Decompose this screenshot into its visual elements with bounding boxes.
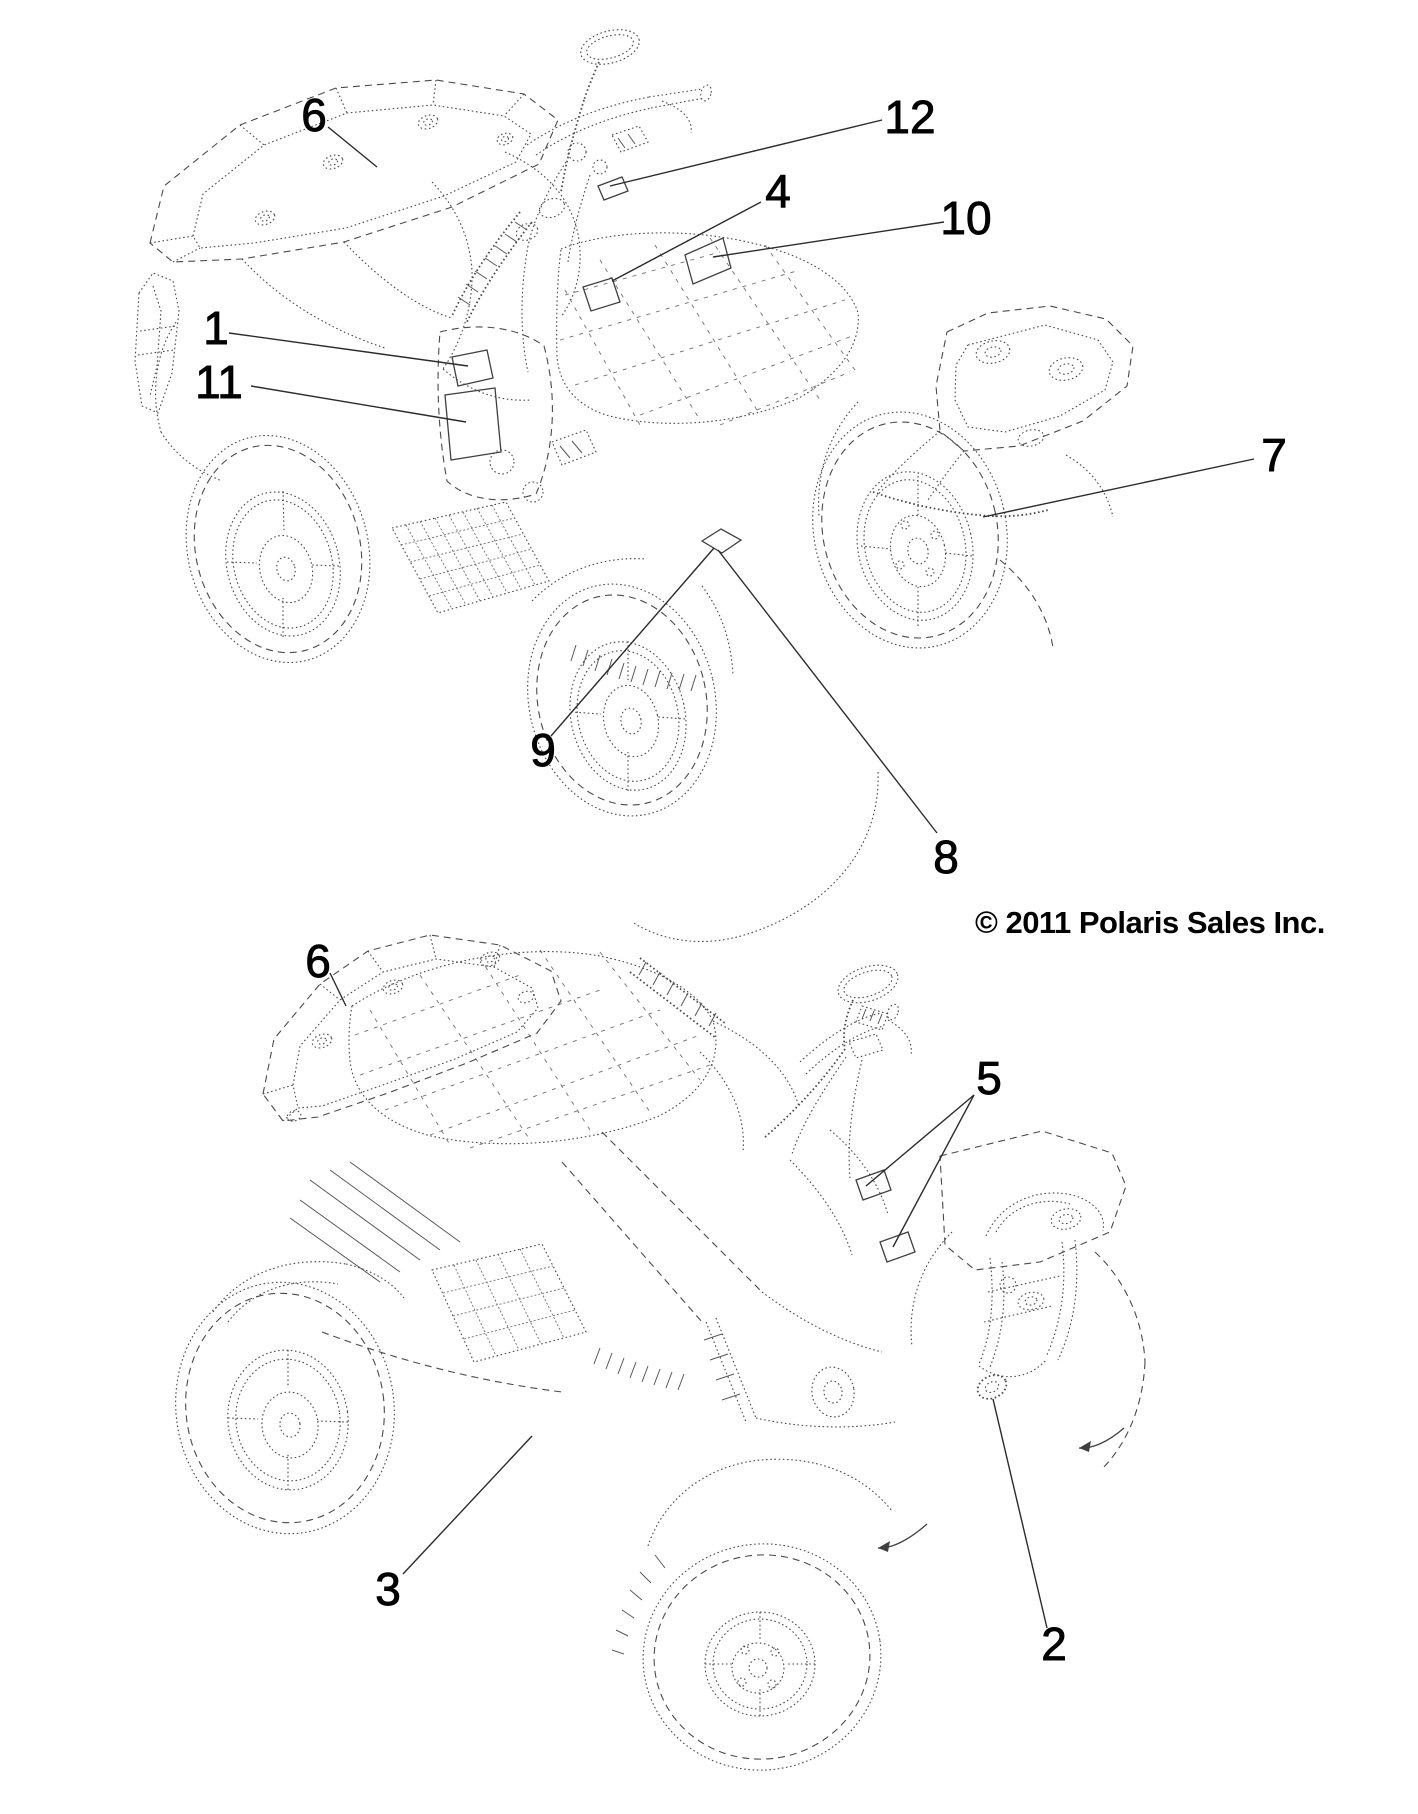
callout-label-top-view-7: 7 <box>1261 429 1287 481</box>
callout-label-top-view-8: 8 <box>933 831 959 883</box>
handlebar-mirror <box>526 29 712 263</box>
copyright-notice: © 2011 Polaris Sales Inc. <box>975 905 1325 940</box>
rear-fender-frame <box>818 401 1114 649</box>
callout-label-top-view-1: 1 <box>203 302 229 354</box>
footwell-frame-bottom-view <box>289 1131 896 1428</box>
callout-leader-top-view-1 <box>228 332 469 367</box>
callout-leader-top-view-7 <box>982 458 1255 518</box>
callout-leader-bottom-view-2 <box>992 1398 1048 1629</box>
front-wheel-bottom-view <box>611 1458 893 1771</box>
center-bottom-wheel <box>527 558 879 942</box>
front-rack <box>149 79 559 349</box>
callout-label-top-view-6: 6 <box>301 89 327 141</box>
callout-leader-top-view-12 <box>609 119 883 187</box>
decal-12 <box>597 176 629 201</box>
callout-label-top-view-11: 11 <box>195 356 243 408</box>
callout-label-bottom-view-5: 5 <box>976 1052 1002 1104</box>
decal-11 <box>444 387 502 461</box>
decal-5a <box>855 1169 892 1201</box>
callout-leader-top-view-9 <box>550 547 715 737</box>
callout-leader-bottom-view-3 <box>402 1435 533 1575</box>
callout-label-top-view-12: 12 <box>884 91 935 143</box>
callout-label-bottom-view-6: 6 <box>305 935 331 987</box>
callouts-layer: 6 12 4 10 111 7 9 8 6 5 3 2 <box>195 89 1288 1671</box>
front-rack-bumper <box>877 1130 1146 1552</box>
callout-label-top-view-4: 4 <box>765 165 791 217</box>
callout-leader-bottom-view-5 <box>892 1094 975 1248</box>
callout-leader-top-view-11 <box>250 385 467 423</box>
callout-leader-bottom-view-5 <box>865 1094 975 1187</box>
rear-rack-bottom-view <box>262 934 562 1122</box>
steering-tube <box>629 957 727 1039</box>
decal-outlines-top-view <box>444 176 743 554</box>
decal-10 <box>684 237 732 285</box>
front-bumper <box>134 272 180 414</box>
callout-label-bottom-view-2: 2 <box>1041 1618 1067 1670</box>
atv-bottom-view-drawing <box>175 934 1146 1771</box>
callout-leader-top-view-8 <box>717 549 938 834</box>
atv-top-view-drawing <box>134 29 1134 942</box>
seat <box>556 232 859 426</box>
callout-leader-top-view-4 <box>611 201 762 282</box>
rear-rack <box>876 305 1134 501</box>
rear-right-wheel <box>812 411 1008 649</box>
callout-label-top-view-9: 9 <box>530 724 556 776</box>
callout-label-bottom-view-3: 3 <box>375 1563 401 1615</box>
callout-leader-top-view-6 <box>327 126 378 168</box>
footwell <box>391 501 697 692</box>
front-left-wheel <box>155 321 371 664</box>
rear-wheel-bottom-view <box>175 1261 405 1535</box>
callout-leader-top-view-10 <box>712 221 945 258</box>
decal-9-8 <box>700 528 743 554</box>
decal-1 <box>451 349 494 387</box>
handlebar-mirror-bottom-view <box>763 964 912 1179</box>
decal-4 <box>582 277 621 312</box>
callout-leader-bottom-view-6 <box>329 972 347 1007</box>
seat-bottom-view <box>348 949 717 1149</box>
decal-2-target <box>976 1374 1008 1400</box>
callout-label-top-view-10: 10 <box>940 192 991 244</box>
front-body-pod <box>431 151 597 503</box>
